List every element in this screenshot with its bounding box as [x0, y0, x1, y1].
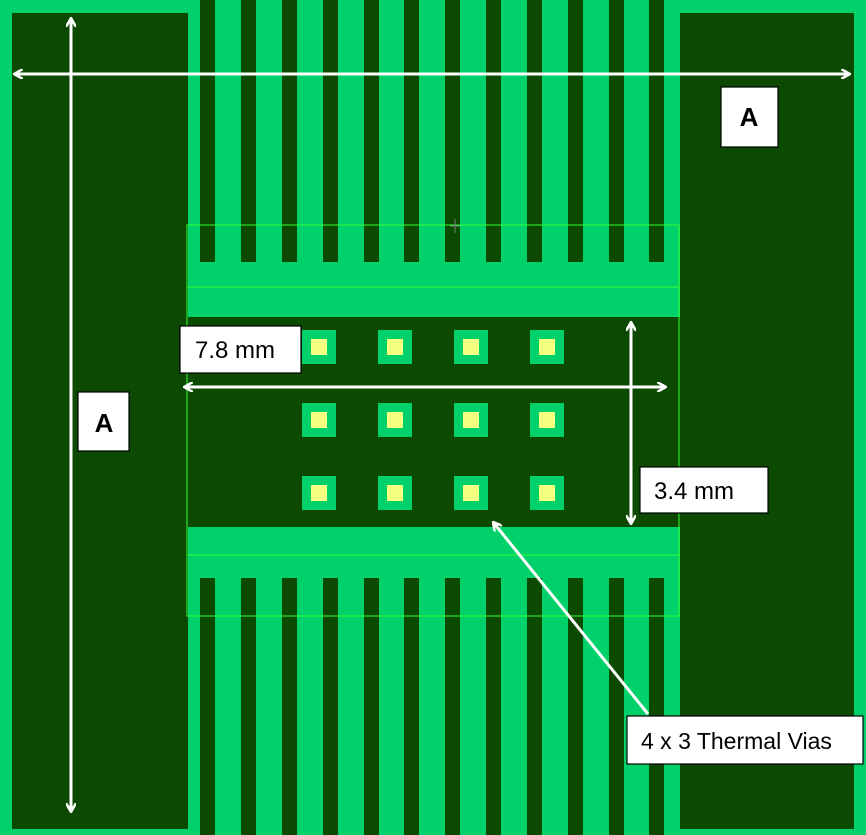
- lead-gap: [200, 578, 215, 835]
- lead-gap: [241, 0, 256, 262]
- via-drill: [311, 485, 327, 501]
- via-drill: [387, 485, 403, 501]
- label-width-dimension: 7.8 mm: [179, 325, 302, 374]
- lead-gap: [200, 0, 215, 262]
- via-drill: [463, 339, 479, 355]
- via-drill: [311, 412, 327, 428]
- label-box: [77, 391, 130, 452]
- thermal-via: [378, 403, 412, 437]
- label-box: [626, 715, 864, 765]
- lead-gap: [568, 0, 583, 262]
- label-a-horizontal: A: [720, 86, 779, 148]
- lead-gap: [609, 0, 624, 262]
- lead-gap: [323, 578, 338, 835]
- label-height-dimension: 3.4 mm: [639, 466, 769, 514]
- lead-gap: [445, 0, 460, 262]
- label-box: [179, 325, 302, 374]
- thermal-via: [530, 403, 564, 437]
- thermal-via: [454, 403, 488, 437]
- right-copper-plane: [680, 13, 854, 829]
- via-drill: [387, 412, 403, 428]
- via-drill: [463, 485, 479, 501]
- lead-gap: [527, 0, 542, 262]
- label-text: A: [740, 102, 759, 132]
- thermal-via: [454, 330, 488, 364]
- thermal-via: [530, 476, 564, 510]
- label-thermal-vias: 4 x 3 Thermal Vias: [626, 715, 864, 765]
- lead-gap: [404, 578, 419, 835]
- lead-gap: [404, 0, 419, 262]
- thermal-via: [378, 476, 412, 510]
- label-box: [720, 86, 779, 148]
- lead-gap: [486, 578, 501, 835]
- bottom-finger-gaps: [200, 578, 664, 835]
- lead-gap: [568, 578, 583, 835]
- lead-gap: [241, 578, 256, 835]
- label-text: 3.4 mm: [654, 478, 734, 505]
- lead-gap: [282, 578, 297, 835]
- lead-gap: [282, 0, 297, 262]
- thermal-via: [302, 330, 336, 364]
- lead-gap: [364, 578, 379, 835]
- lead-gap: [364, 0, 379, 262]
- label-box: [639, 466, 769, 514]
- lead-gap: [649, 578, 664, 835]
- via-drill: [539, 412, 555, 428]
- thermal-via: [378, 330, 412, 364]
- top-finger-gaps: [200, 0, 664, 262]
- lead-gap: [609, 578, 624, 835]
- thermal-via: [302, 476, 336, 510]
- via-drill: [311, 339, 327, 355]
- label-text: 4 x 3 Thermal Vias: [641, 728, 832, 754]
- label-text: A: [95, 408, 114, 438]
- thermal-via: [454, 476, 488, 510]
- via-drill: [539, 339, 555, 355]
- via-drill: [463, 412, 479, 428]
- lead-gap: [527, 578, 542, 835]
- thermal-via: [530, 330, 564, 364]
- lead-gap: [649, 0, 664, 262]
- via-callout-arrow: [493, 522, 650, 715]
- lead-gap: [323, 0, 338, 262]
- label-a-vertical: A: [77, 391, 130, 452]
- thermal-via: [302, 403, 336, 437]
- component-outline: [186, 224, 680, 617]
- thermal-via-grid: [302, 330, 564, 510]
- via-drill: [539, 485, 555, 501]
- label-text: 7.8 mm: [195, 337, 275, 364]
- lead-gap: [486, 0, 501, 262]
- lead-gap: [445, 578, 460, 835]
- via-drill: [387, 339, 403, 355]
